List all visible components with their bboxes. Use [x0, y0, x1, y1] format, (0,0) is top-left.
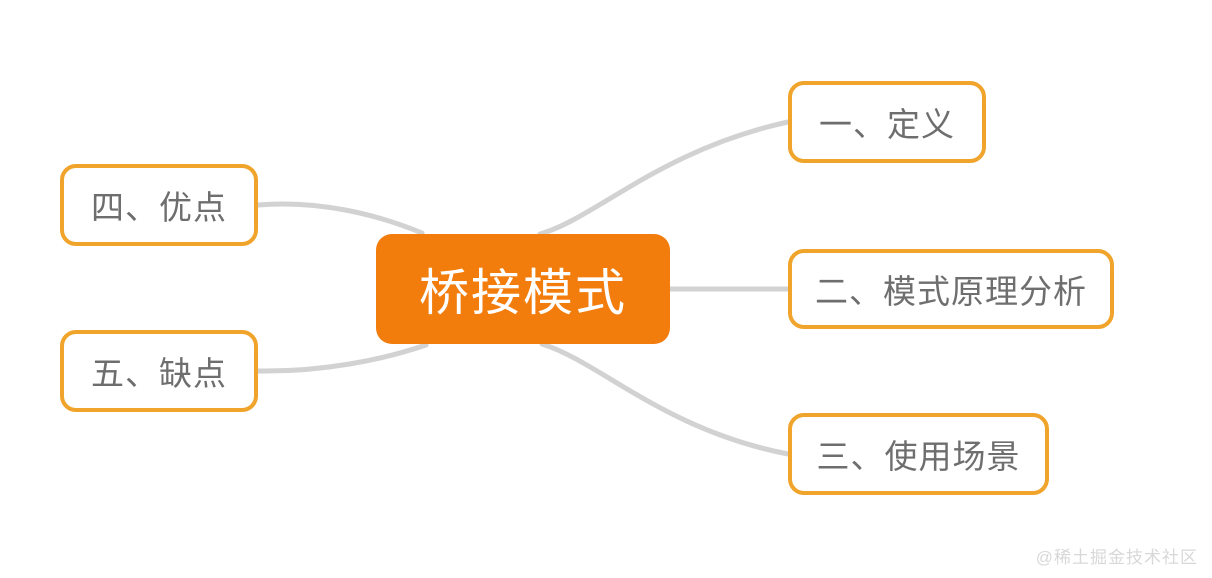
branch-label-advantages: 四、优点 [91, 189, 227, 226]
mindmap-root-node[interactable]: 桥接模式 [376, 234, 670, 344]
branch-label-use-scenarios: 三、使用场景 [816, 438, 1021, 475]
mindmap-branch-use-scenarios[interactable]: 三、使用场景 [788, 413, 1049, 495]
connector-advantages-to-root [255, 201, 425, 236]
mindmap-branch-disadvantages[interactable]: 五、缺点 [60, 330, 258, 412]
mindmap-branch-definition[interactable]: 一、定义 [788, 81, 986, 163]
connector-root-to-definition [537, 119, 791, 237]
watermark-text: @稀土掘金技术社区 [1035, 548, 1198, 567]
connector-disadvantages-to-root [255, 342, 429, 374]
root-node-label: 桥接模式 [419, 265, 627, 321]
mindmap-branch-principle-analysis[interactable]: 二、模式原理分析 [788, 249, 1114, 329]
mindmap-branch-advantages[interactable]: 四、优点 [60, 164, 258, 246]
branch-label-principle-analysis: 二、模式原理分析 [815, 273, 1087, 310]
connector-root-to-usecase [539, 341, 791, 457]
branch-label-definition: 一、定义 [819, 106, 955, 143]
branch-label-disadvantages: 五、缺点 [91, 355, 227, 392]
